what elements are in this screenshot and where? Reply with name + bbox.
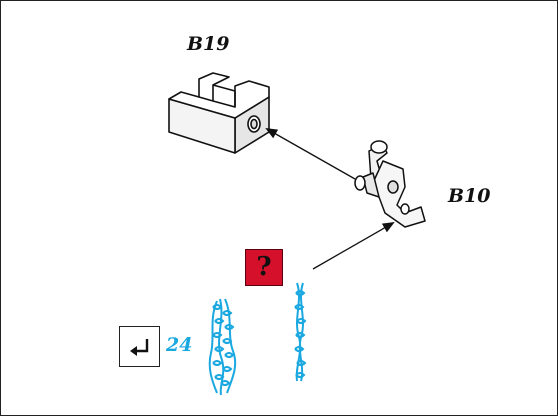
part-b10-drawing [354,140,426,228]
help-button[interactable]: ? [245,249,283,286]
arrow-to-b19 [265,128,356,180]
return-arrow-icon [130,339,149,356]
part-label-b19: B19 [187,33,230,55]
question-icon: ? [256,252,272,282]
chain-icon [208,298,237,396]
step-number: 24 [166,334,193,356]
return-button[interactable] [119,326,160,367]
chain-icon [294,282,307,382]
part-b19-drawing [168,72,270,154]
arrow-to-b10 [312,222,395,270]
part-label-b10: B10 [448,185,491,207]
